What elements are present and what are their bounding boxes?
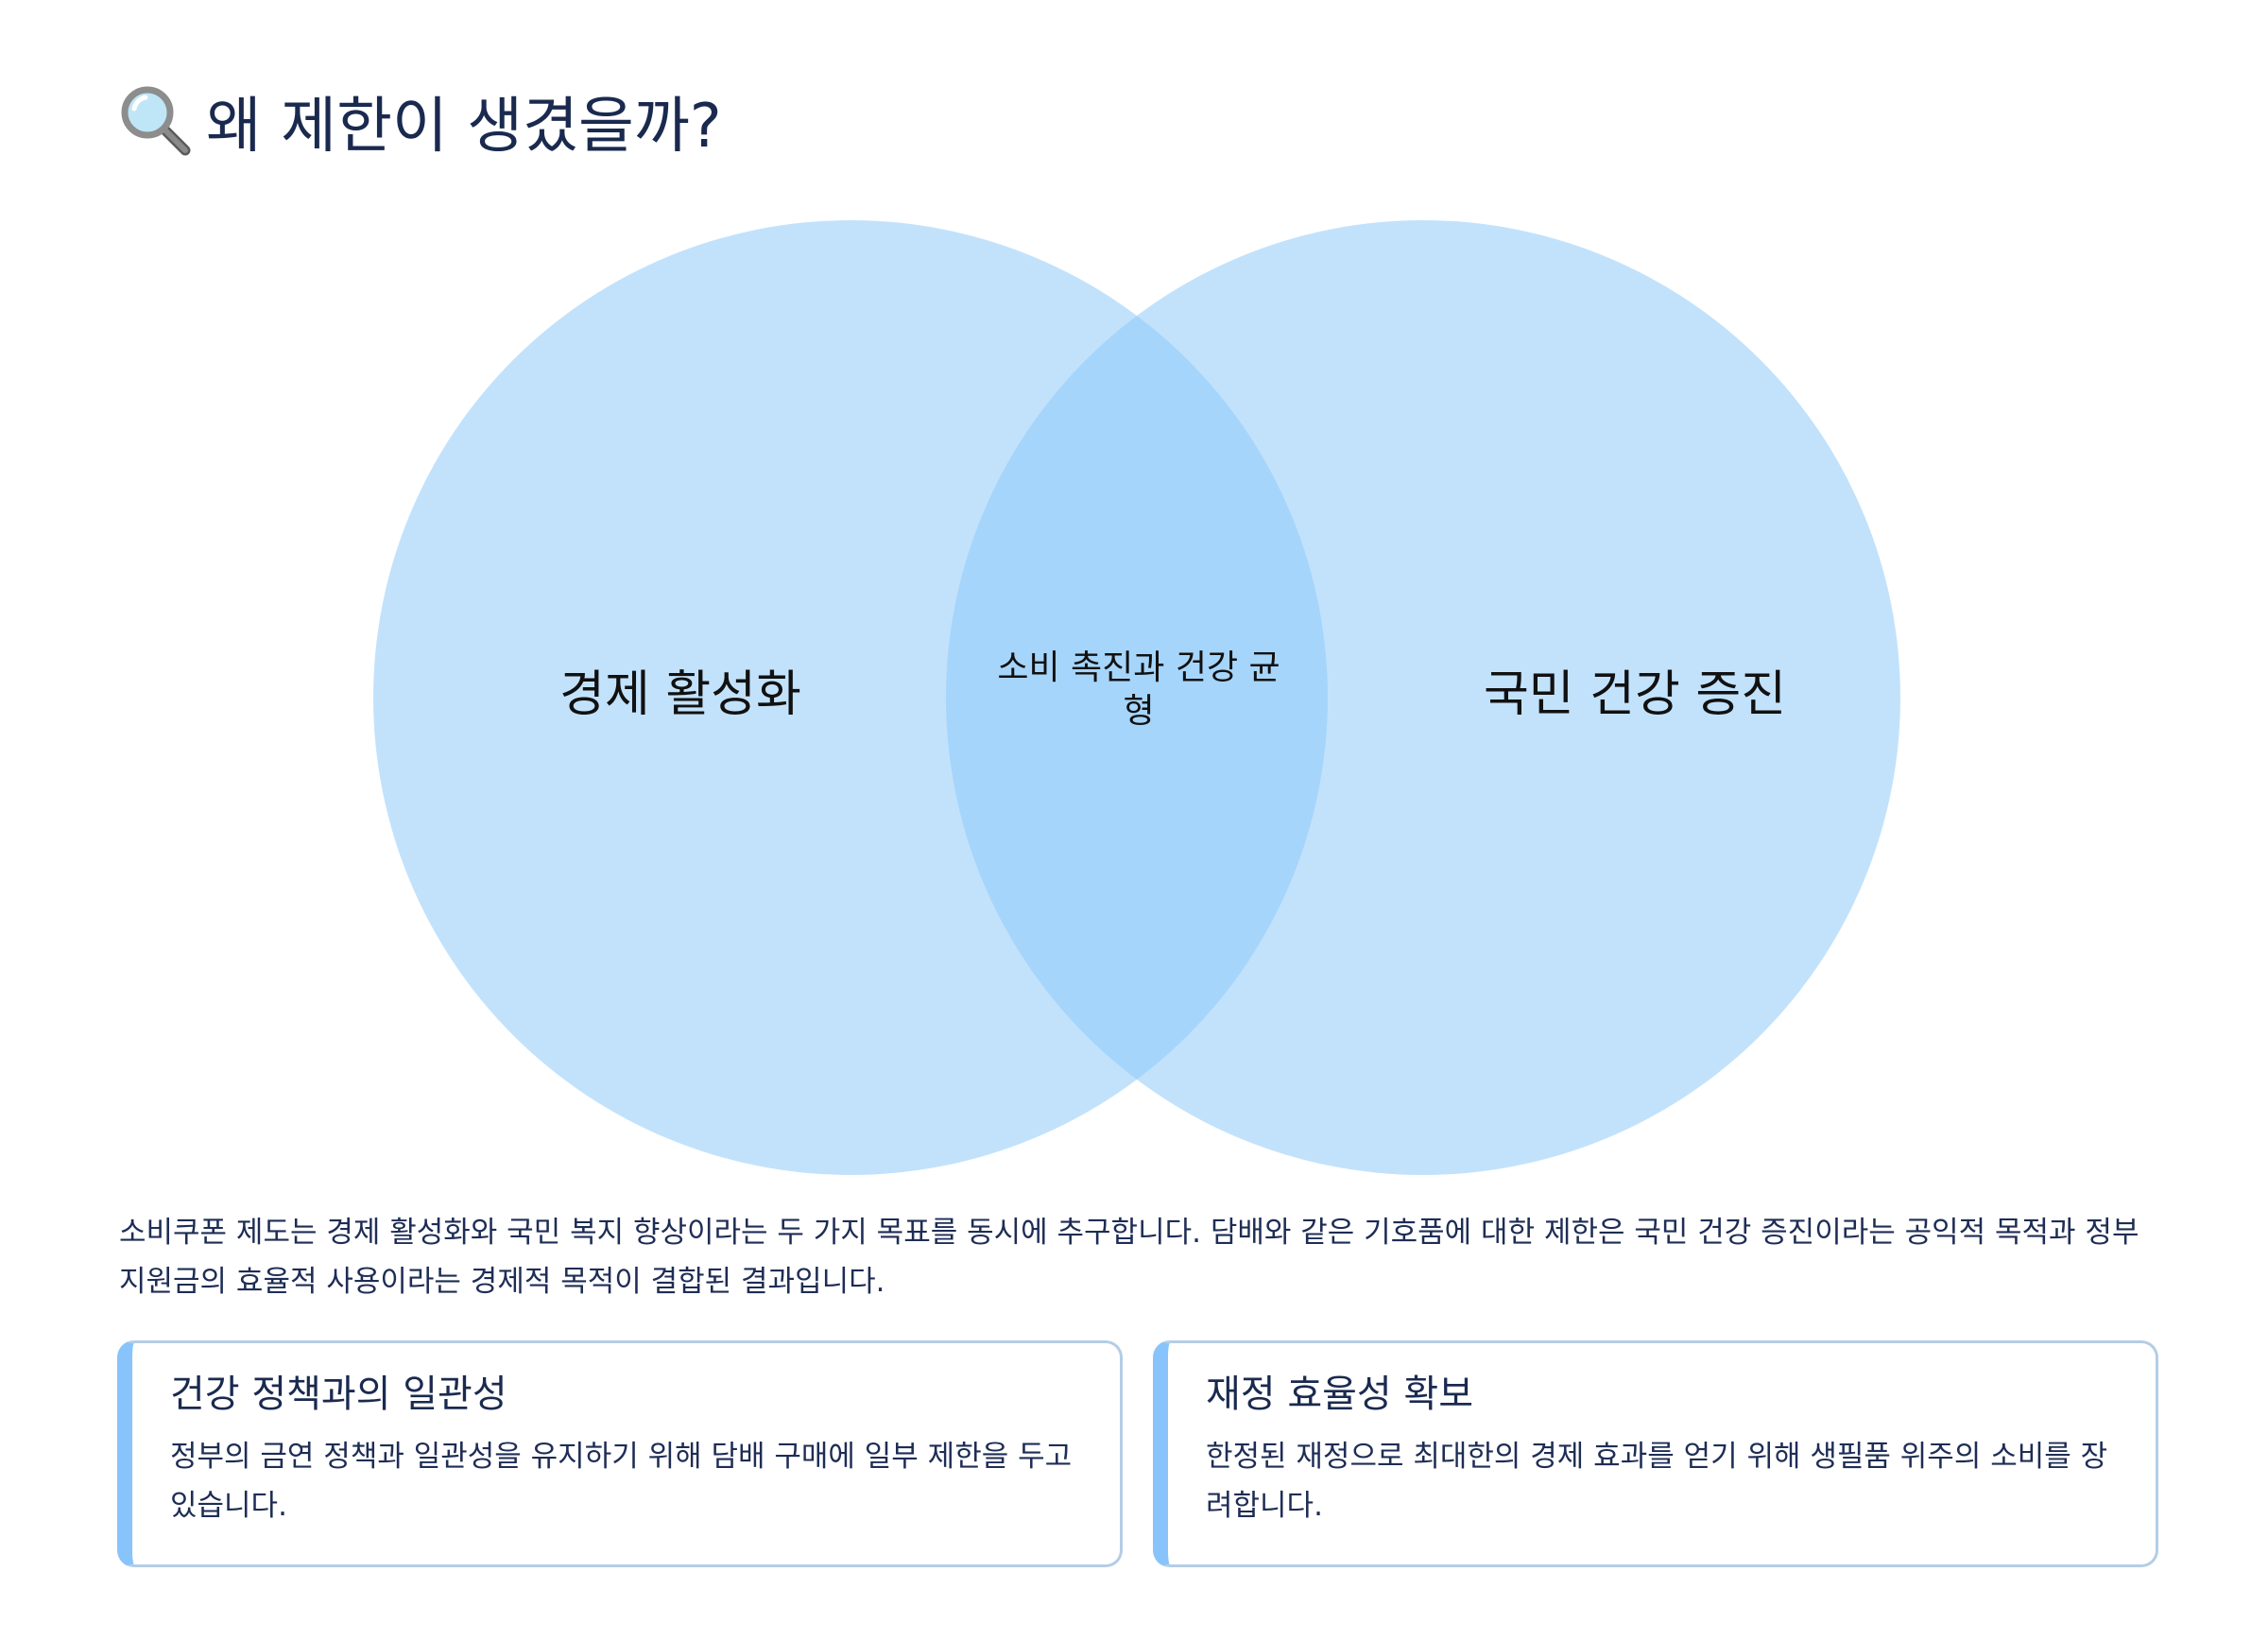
venn-label-left: 경제 활성화 [559,666,801,723]
venn-diagram-svg [373,220,1900,1175]
info-card-fiscal-efficiency: 재정 효율성 확보 한정된 재정으로 최대한의 경제 효과를 얻기 위해 생필품… [1153,1340,2158,1567]
venn-diagram: 경제 활성화 소비 촉진과 건강 균형 국민 건강 증진 [373,220,1900,1175]
venn-label-right: 국민 건강 증진 [1483,666,1787,723]
venn-circle-right [946,220,1900,1175]
card-text: 한정된 재정으로 최대한의 경제 효과를 얻기 위해 생필품 위주의 소비를 장… [1206,1440,2108,1523]
magnifying-glass-icon [119,84,193,158]
description-paragraph: 소비쿠폰 제도는 경제 활성화와 국민 복지 향상이라는 두 가지 목표를 동시… [119,1216,2139,1299]
page-title: 왜 제한이 생겼을까? [119,74,722,168]
info-card-health-policy: 건강 정책과의 일관성 정부의 금연 정책과 일관성을 유지하기 위해 담배 구… [117,1340,1123,1567]
page-title-text: 왜 제한이 생겼을까? [206,92,722,162]
card-title: 건강 정책과의 일관성 [170,1373,507,1416]
info-cards: 건강 정책과의 일관성 정부의 금연 정책과 일관성을 유지하기 위해 담배 구… [117,1340,2158,1567]
card-title: 재정 효율성 확보 [1206,1373,1474,1416]
card-text: 정부의 금연 정책과 일관성을 유지하기 위해 담배 구매에 일부 제한을 두고… [170,1440,1073,1523]
venn-label-center: 소비 촉진과 건강 균형 [997,648,1280,731]
